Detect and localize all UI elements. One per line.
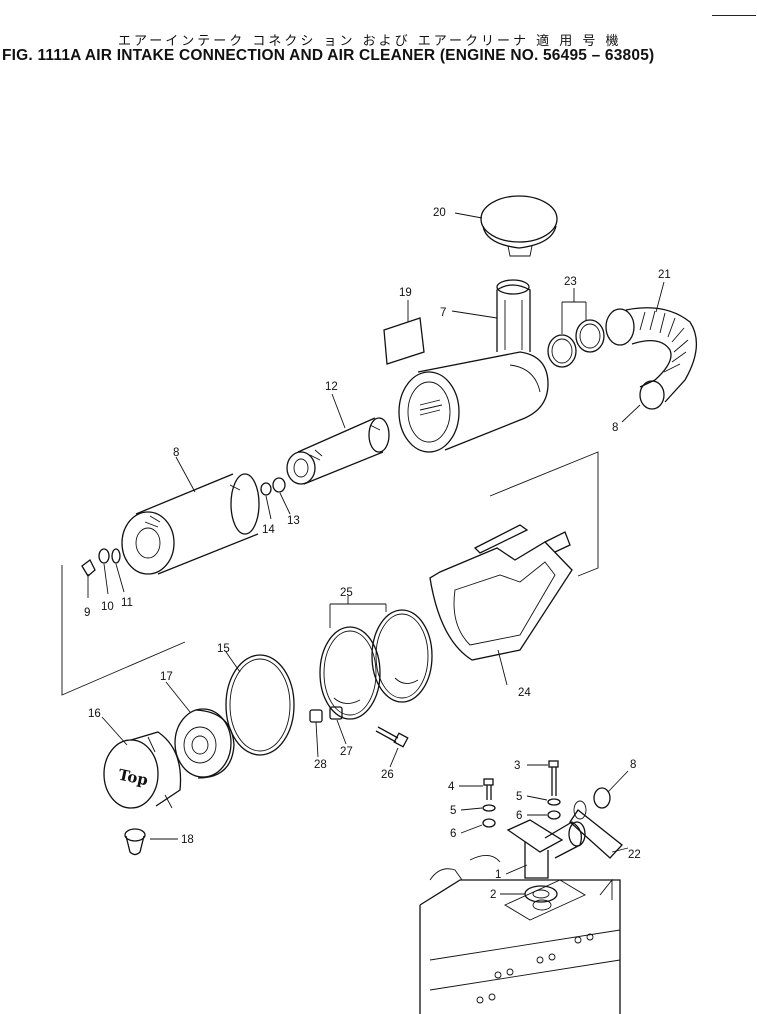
- callout-20: 20: [433, 207, 446, 219]
- part-14-nut: [260, 482, 272, 496]
- part-18-evacuator-valve: [124, 828, 146, 856]
- part-19-label-plate: [383, 317, 425, 365]
- callout-labels: 1 2 3 4 5 5 6 6 7 8 8 8 9 10 11 12 13 14…: [84, 207, 671, 901]
- callout-18: 18: [181, 834, 194, 846]
- part-22-hose: [569, 787, 623, 859]
- part-6-washer-right: [547, 810, 561, 820]
- callout-28: 28: [314, 759, 327, 771]
- callout-21: 21: [658, 269, 671, 281]
- callout-22: 22: [628, 849, 641, 861]
- part-3-bolt: [548, 760, 559, 796]
- part-10-washer: [98, 548, 110, 564]
- callout-13: 13: [287, 515, 300, 527]
- callout-25: 25: [340, 587, 353, 599]
- callout-24: 24: [518, 687, 531, 699]
- part-28-spacer: [309, 709, 323, 723]
- part-8-outer-element: [121, 473, 260, 575]
- reference-lines: [61, 212, 665, 895]
- part-5-lock-washer-left: [482, 804, 496, 812]
- callout-8-hose: 8: [612, 422, 618, 434]
- callout-4: 4: [448, 781, 455, 793]
- callout-6-left: 6: [450, 828, 456, 840]
- part-9-wing-nut: [81, 559, 96, 577]
- title-japanese: エアーインテーク コネクシ ョン および エアークリーナ 適 用 号 機: [118, 34, 622, 49]
- callout-19: 19: [399, 287, 412, 299]
- callout-16: 16: [88, 708, 101, 720]
- part-11-seal: [111, 548, 121, 564]
- part-5-lock-washer-right: [547, 798, 561, 806]
- part-15-o-ring: [225, 654, 295, 756]
- callout-5-right: 5: [516, 791, 522, 803]
- callout-26: 26: [381, 769, 394, 781]
- part-12-inner-element: [286, 417, 390, 485]
- callout-1: 1: [495, 869, 501, 881]
- part-24-bracket: [429, 524, 573, 661]
- callout-8-clamp: 8: [630, 759, 636, 771]
- callout-12: 12: [325, 381, 338, 393]
- callout-11: 11: [121, 597, 133, 609]
- part-6-washer-left: [482, 818, 496, 828]
- part-7-cleaner-body: [398, 279, 549, 453]
- part-16-cover: Top: [103, 731, 182, 809]
- callout-7: 7: [440, 307, 446, 319]
- callout-5-left: 5: [450, 805, 456, 817]
- callout-15: 15: [217, 643, 230, 655]
- part-26-bolt: [375, 726, 409, 748]
- part-4-bolt: [483, 778, 494, 800]
- callout-17: 17: [160, 671, 173, 683]
- callout-2: 2: [490, 889, 496, 901]
- part-13-washer: [272, 477, 286, 493]
- header-rule: [712, 15, 756, 16]
- callout-14: 14: [262, 524, 275, 536]
- callout-9: 9: [84, 607, 90, 619]
- callout-6-right: 6: [516, 810, 522, 822]
- part-27-spacer: [329, 706, 343, 720]
- callout-27: 27: [340, 746, 353, 758]
- part-17-dust-cup: [174, 708, 235, 779]
- figure-title: FIG. 1111A AIR INTAKE CONNECTION AND AIR…: [2, 47, 655, 64]
- engine-block: [419, 855, 621, 1014]
- part-21-elbow-hose: [605, 307, 698, 410]
- part-25-bands: [319, 609, 433, 720]
- callout-3: 3: [514, 760, 520, 772]
- part-1-intake-connector: [506, 819, 586, 879]
- part-23-clamps: [547, 319, 605, 368]
- cover-top-marking: Top: [117, 766, 150, 790]
- callout-8-cleaner: 8: [173, 447, 179, 459]
- callout-23: 23: [564, 276, 577, 288]
- callout-10: 10: [101, 601, 114, 613]
- part-20-cap: [480, 195, 558, 257]
